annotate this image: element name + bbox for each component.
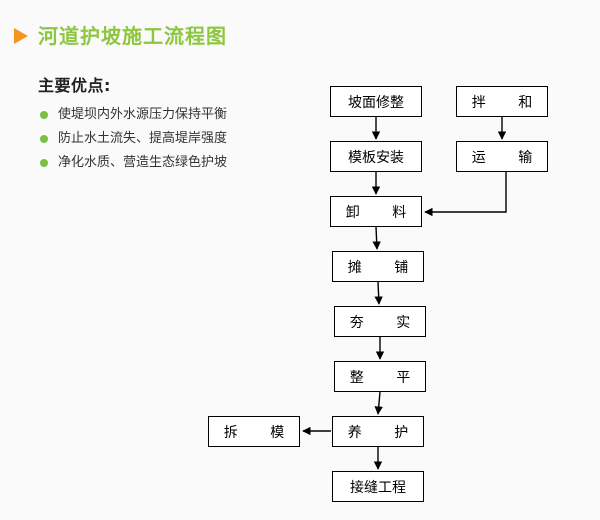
list-item: 防止水土流失、提高堤岸强度 [38,130,288,147]
advantages-heading: 主要优点: [38,76,111,95]
list-item-label: 使堤坝内外水源压力保持平衡 [58,107,228,122]
edge-level-cure [374,391,383,415]
list-item: 净化水质、营造生态绿色护坡 [38,154,288,171]
flow-node-tamping[interactable]: 夯 实 [334,306,426,337]
flow-node-leveling[interactable]: 整 平 [334,361,426,392]
flow-node-formwork-install[interactable]: 模板安装 [330,141,422,172]
flow-node-slope-trimming[interactable]: 坡面修整 [330,86,422,117]
list-item-label: 防止水土流失、提高堤岸强度 [58,131,228,146]
flow-node-curing[interactable]: 养 护 [332,416,424,447]
triangle-right-icon [14,28,28,44]
advantages-panel: 主要优点: 使堤坝内外水源压力保持平衡 防止水土流失、提高堤岸强度 净化水质、营… [38,72,288,178]
edge-trans-unload [424,172,507,217]
flow-node-demolding[interactable]: 拆 模 [208,416,300,447]
bullet-dot-icon [40,135,48,143]
flow-node-mixing[interactable]: 拌 和 [456,86,548,117]
advantages-list: 使堤坝内外水源压力保持平衡 防止水土流失、提高堤岸强度 净化水质、营造生态绿色护… [38,106,288,171]
page-title: 河道护坡施工流程图 [38,24,227,48]
flow-node-joint-works[interactable]: 接缝工程 [332,471,424,502]
flow-node-unloading[interactable]: 卸 料 [330,196,422,227]
list-item: 使堤坝内外水源压力保持平衡 [38,106,288,123]
page-header: 河道护坡施工流程图 [0,10,600,48]
flow-node-transport[interactable]: 运 输 [456,141,548,172]
edge-spread-tamp [374,281,383,305]
list-item-label: 净化水质、营造生态绿色护坡 [58,155,228,170]
edge-unload-spread [372,226,381,250]
bullet-dot-icon [40,159,48,167]
bullet-dot-icon [40,111,48,119]
flow-node-spreading[interactable]: 摊 铺 [332,251,424,282]
